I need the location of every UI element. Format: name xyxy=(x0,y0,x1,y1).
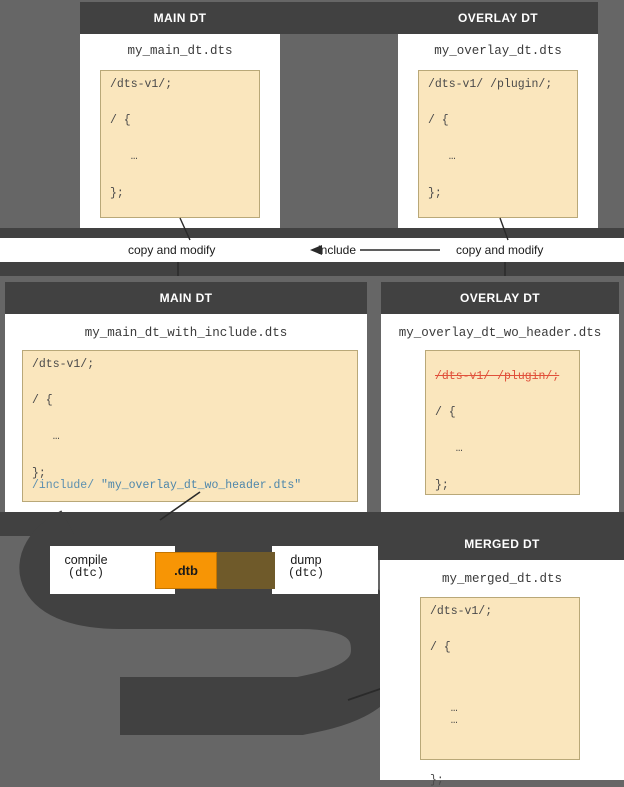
merged-dt-header-label: MERGED DT xyxy=(464,537,540,551)
code-line xyxy=(110,127,250,139)
top-main-dt-code: /dts-v1/; / { … }; xyxy=(100,70,260,218)
middle-main-dt-header: MAIN DT xyxy=(5,282,367,314)
code-line: /dts-v1/; xyxy=(32,358,95,371)
top-overlay-dt-filename: my_overlay_dt.dts xyxy=(434,44,562,58)
compile-label: compile (dtc) xyxy=(50,553,122,581)
top-main-dt-filename: my_main_dt.dts xyxy=(127,44,233,58)
code-line xyxy=(32,456,348,468)
code-line xyxy=(110,163,250,175)
top-main-dt-header-label: MAIN DT xyxy=(153,11,207,25)
code-line xyxy=(430,690,570,702)
code-line: }; xyxy=(110,186,124,200)
code-line: }; xyxy=(32,466,46,480)
dump-label-text: dump xyxy=(290,553,322,567)
code-line-include: /include/ "my_overlay_dt_wo_header.dts" xyxy=(32,478,348,492)
middle-overlay-dt-filename: my_overlay_dt_wo_header.dts xyxy=(398,326,602,340)
code-line: … xyxy=(430,713,458,727)
merged-dt-code: /dts-v1/; / { … … }; xyxy=(420,597,580,786)
code-line xyxy=(32,407,348,419)
code-line: /dts-v1/; xyxy=(430,605,493,618)
middle-main-dt-header-label: MAIN DT xyxy=(159,291,213,305)
merged-dt-filename: my_merged_dt.dts xyxy=(441,572,563,586)
dtb-artifact-label: .dtb xyxy=(174,563,198,578)
code-line xyxy=(430,727,570,739)
code-line: / { xyxy=(110,114,131,128)
code-line xyxy=(428,91,568,103)
middle-overlay-dt-header: OVERLAY DT xyxy=(381,282,619,314)
middle-header-gap xyxy=(367,276,381,514)
include-target: "my_overlay_dt_wo_header.dts" xyxy=(101,478,302,492)
code-line xyxy=(110,176,250,188)
process-strip-left xyxy=(50,546,175,594)
label-copy-and-modify-left-text: copy and modify xyxy=(128,243,216,257)
include-directive: /include/ xyxy=(32,478,95,492)
top-main-dt-header: MAIN DT xyxy=(80,2,280,34)
process-strip-right xyxy=(272,546,378,594)
label-include: include xyxy=(318,238,357,262)
code-line xyxy=(32,383,348,395)
code-line xyxy=(32,443,348,455)
code-line xyxy=(428,176,568,188)
code-line xyxy=(430,763,570,775)
code-line: … xyxy=(428,150,456,164)
label-copy-and-modify-right: copy and modify xyxy=(456,238,544,262)
top-overlay-dt-header-label: OVERLAY DT xyxy=(457,11,539,25)
code-line xyxy=(428,163,568,175)
code-line: }; xyxy=(435,478,449,492)
code-line xyxy=(435,456,570,468)
top-overlay-dt-header: OVERLAY DT xyxy=(398,2,598,34)
code-line: / { xyxy=(435,406,456,420)
merged-dt-header: MERGED DT xyxy=(380,528,624,560)
code-line: / { xyxy=(430,641,451,655)
code-line xyxy=(430,630,570,642)
code-line xyxy=(430,618,570,630)
code-line xyxy=(428,103,568,115)
compile-tool-text: (dtc) xyxy=(67,566,104,581)
code-line-struck: /dts-v1/ /plugin/; xyxy=(435,370,560,384)
code-line xyxy=(430,739,570,751)
code-line: … xyxy=(110,150,138,164)
label-copy-and-modify-right-text: copy and modify xyxy=(456,243,544,257)
code-line: … xyxy=(430,701,458,715)
code-line xyxy=(435,468,570,480)
code-line: /dts-v1/ /plugin/; xyxy=(428,78,553,91)
middle-main-dt-filename: my_main_dt_with_include.dts xyxy=(84,326,288,340)
code-line: }; xyxy=(430,773,444,787)
dump-tool-text: (dtc) xyxy=(287,566,324,581)
code-line: / { xyxy=(32,394,53,408)
code-line xyxy=(32,371,348,383)
middle-main-dt-code: /dts-v1/; / { … }; /include/ "my_overlay… xyxy=(22,350,358,502)
code-line xyxy=(430,666,570,678)
code-line xyxy=(430,751,570,763)
code-line: … xyxy=(435,442,463,456)
code-line xyxy=(428,127,568,139)
code-line: … xyxy=(32,430,60,444)
middle-overlay-dt-header-label: OVERLAY DT xyxy=(459,291,541,305)
connector-band-dark-lower xyxy=(0,262,624,276)
label-copy-and-modify-left: copy and modify xyxy=(128,238,216,262)
compile-label-text: compile xyxy=(64,553,108,567)
code-line xyxy=(110,103,250,115)
code-line: /dts-v1/; xyxy=(110,78,173,91)
dtb-shadow xyxy=(215,552,275,589)
connector-band-dark xyxy=(0,228,624,238)
code-line xyxy=(435,383,570,395)
top-overlay-dt-code: /dts-v1/ /plugin/; / { … }; xyxy=(418,70,578,218)
code-line: / { xyxy=(428,114,449,128)
middle-overlay-dt-code: /dts-v1/ /plugin/; / { … }; xyxy=(425,350,580,495)
code-line xyxy=(430,654,570,666)
dump-label: dump (dtc) xyxy=(276,553,336,581)
label-include-text: include xyxy=(318,243,357,257)
code-line xyxy=(435,419,570,431)
code-line: }; xyxy=(428,186,442,200)
code-line xyxy=(430,678,570,690)
code-line xyxy=(110,91,250,103)
dtb-artifact: .dtb xyxy=(155,552,217,589)
code-line xyxy=(32,419,348,431)
